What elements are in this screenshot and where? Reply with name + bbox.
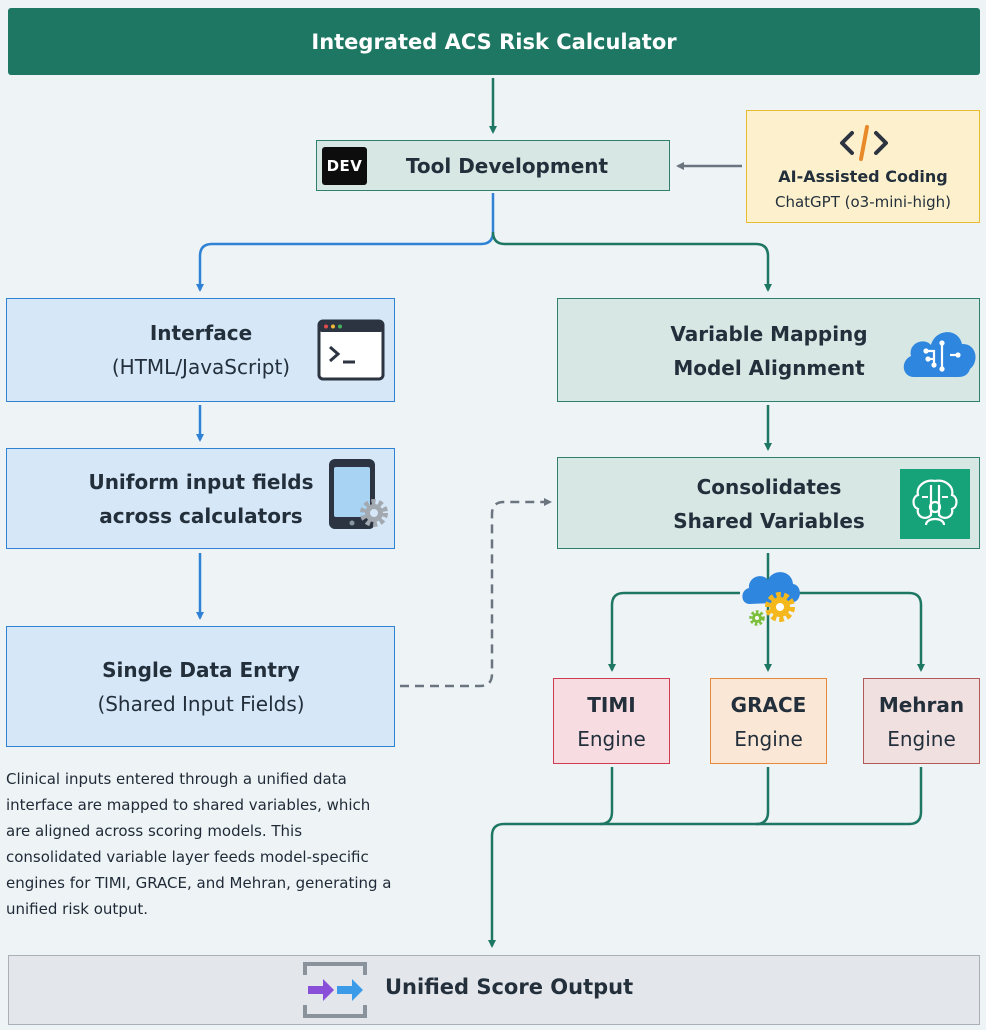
- consolidates-line2: Shared Variables: [673, 509, 865, 533]
- tool-development-box: DEV Tool Development: [316, 140, 670, 191]
- grace-engine-label: Engine: [734, 727, 803, 751]
- uniform-input-line1: Uniform input fields: [88, 470, 314, 494]
- unified-score-output-title: Unified Score Output: [385, 975, 634, 999]
- mehran-engine-name: Mehran: [878, 693, 965, 717]
- diagram-description: Clinical inputs entered through a unifie…: [6, 770, 392, 918]
- interface-box: Interface (HTML/JavaScript): [6, 298, 395, 402]
- timi-engine-name: TIMI: [587, 693, 636, 717]
- timi-engine-box: TIMI Engine: [553, 678, 670, 764]
- mehran-engine-box: Mehran Engine: [863, 678, 980, 764]
- consolidates-box: Consolidates Shared Variables: [557, 457, 980, 549]
- brain-person-icon: [900, 469, 970, 539]
- tablet-gear-icon: [329, 459, 388, 529]
- uniform-input-line2: across calculators: [99, 504, 303, 528]
- timi-engine-label: Engine: [577, 727, 646, 751]
- tool-development-title: Tool Development: [405, 153, 609, 178]
- ai-assisted-title: AI-Assisted Coding: [778, 167, 948, 186]
- consolidates-line1: Consolidates: [696, 475, 842, 499]
- variable-mapping-line2: Model Alignment: [673, 356, 865, 380]
- unified-score-output-box: Unified Score Output: [8, 955, 980, 1025]
- uniform-input-box: Uniform input fields across calculators: [6, 448, 395, 549]
- variable-mapping-line1: Variable Mapping: [670, 322, 868, 346]
- variable-mapping-box: Variable Mapping Model Alignment: [557, 298, 980, 402]
- code-icon: [840, 125, 888, 161]
- ai-assisted-coding-box: AI-Assisted Coding ChatGPT (o3-mini-high…: [746, 110, 980, 223]
- interface-title: Interface: [149, 321, 253, 345]
- interface-subtitle: (HTML/JavaScript): [111, 355, 291, 379]
- cloud-circuit-icon: [903, 332, 976, 377]
- grace-engine-box: GRACE Engine: [710, 678, 827, 764]
- single-data-entry-title: Single Data Entry: [102, 658, 300, 682]
- mehran-engine-label: Engine: [887, 727, 956, 751]
- diagram-title: Integrated ACS Risk Calculator: [8, 8, 980, 75]
- arrows-merge-icon: [303, 962, 367, 1018]
- single-data-entry-box: Single Data Entry (Shared Input Fields): [6, 626, 395, 747]
- ai-assisted-subtitle: ChatGPT (o3-mini-high): [774, 193, 952, 211]
- single-data-entry-subtitle: (Shared Input Fields): [97, 692, 305, 716]
- terminal-icon: [317, 319, 385, 381]
- grace-engine-name: GRACE: [730, 693, 807, 717]
- dev-logo-icon: DEV: [322, 146, 367, 185]
- cloud-gear-icon: [742, 572, 800, 626]
